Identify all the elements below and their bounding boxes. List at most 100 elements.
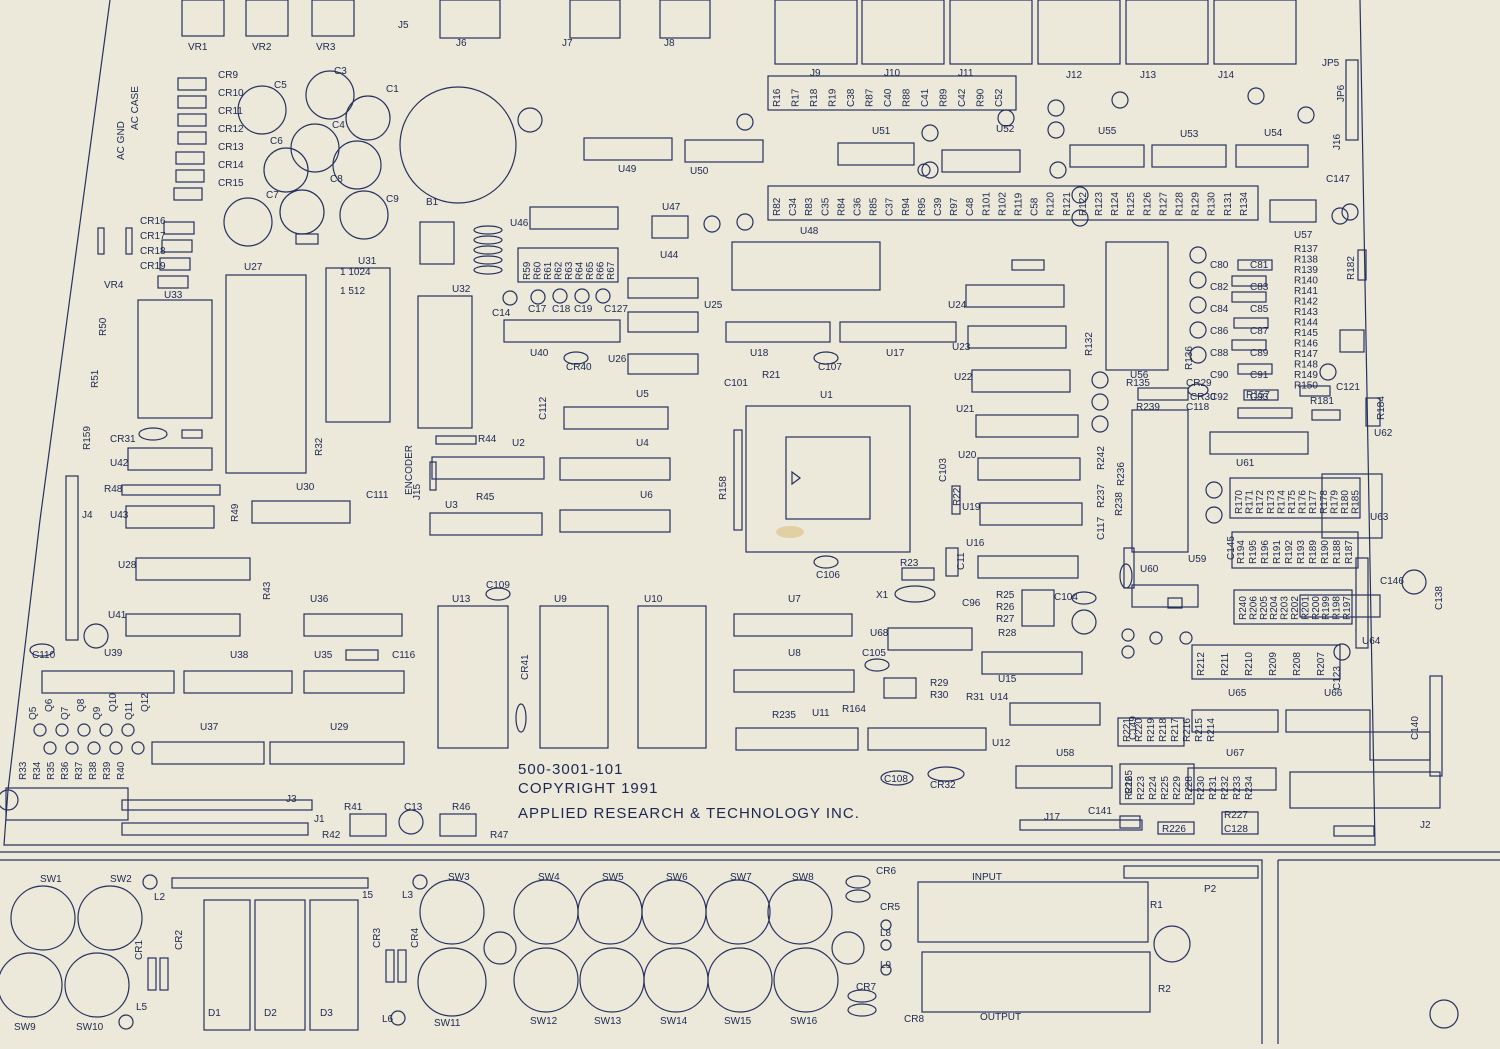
- power-area: [97, 77, 455, 289]
- capacitor-label-c104: C104: [1054, 592, 1078, 603]
- diode-label-d3: D3: [320, 1008, 333, 1019]
- diode-label-cr9: CR9: [218, 70, 238, 81]
- capacitor-label-c109: C109: [486, 580, 510, 591]
- resistor-label-r46: R46: [452, 802, 471, 813]
- pack-label-r187: R187: [1344, 540, 1355, 564]
- capacitor-label-c101: C101: [724, 378, 748, 389]
- pack-label-r217: R217: [1170, 718, 1181, 742]
- capacitor-label-c111: C111: [366, 490, 389, 501]
- pack-label-r233: R233: [1232, 776, 1243, 800]
- pack-label-r129: R129: [1191, 192, 1202, 216]
- pack-label-r170: R170: [1234, 490, 1245, 514]
- diode-label-cr10: CR10: [218, 88, 244, 99]
- panel-part-label-cr3: CR3: [372, 928, 383, 948]
- capacitor-label-c103: C103: [938, 458, 949, 482]
- transistor-label-q9: Q9: [92, 706, 103, 720]
- resistor-label-r50: R50: [98, 317, 109, 336]
- chip-label-u31: U31: [358, 256, 377, 267]
- front-panel-outline: [0, 859, 1263, 1044]
- chip-label-u41: U41: [108, 610, 127, 621]
- diode-label-cr16: CR16: [140, 216, 166, 227]
- chip-label-u61: U61: [1236, 458, 1255, 469]
- pack-label-r219: R219: [1146, 718, 1157, 742]
- pack-label-r185: R185: [1351, 490, 1362, 514]
- resistor-label-r182: R182: [1346, 256, 1357, 280]
- chip-label-u51: U51: [872, 126, 891, 137]
- pack-label-r65: R65: [585, 261, 596, 280]
- pack-label-r172: R172: [1255, 490, 1266, 514]
- capacitor-label-c89: C89: [1250, 348, 1269, 359]
- chip-label-u27: U27: [244, 262, 263, 273]
- chip-label-u30: U30: [296, 482, 315, 493]
- connector-label-j15: J15: [412, 483, 423, 500]
- capacitor-label-c86: C86: [1210, 326, 1229, 337]
- pack-label-r125: R125: [1126, 192, 1137, 216]
- pack-label-r198: R198: [1332, 596, 1343, 620]
- pack-label-r201: R201: [1300, 596, 1311, 620]
- chip-label-u52: U52: [996, 124, 1015, 135]
- chip-label-u7: U7: [788, 594, 801, 605]
- connector-label-jp5: JP5: [1322, 58, 1340, 69]
- pack-label-r206: R206: [1248, 596, 1259, 620]
- chip-label-u6: U6: [640, 490, 653, 501]
- pack-label-r134: R134: [1239, 192, 1250, 216]
- chip-label-u65: U65: [1228, 688, 1247, 699]
- capacitor-label-cr40: CR40: [566, 362, 592, 373]
- resistor-label-r35: R35: [46, 761, 57, 780]
- pack-label-r189: R189: [1308, 540, 1319, 564]
- chip-label-u18: U18: [750, 348, 769, 359]
- resistor-label-r30: R30: [930, 690, 949, 701]
- chip-label-u47: U47: [662, 202, 681, 213]
- pack-label-r200: R200: [1311, 596, 1322, 620]
- resistor-label-r26: R26: [996, 602, 1015, 613]
- pack-label-r123: R123: [1094, 192, 1105, 216]
- chip-label-u58: U58: [1056, 748, 1075, 759]
- capacitor-label-c83: C83: [1250, 282, 1269, 293]
- chip-label-u26: U26: [608, 354, 627, 365]
- pack-label-r214: R214: [1206, 718, 1217, 742]
- chip-label-u60: U60: [1140, 564, 1159, 575]
- pack-label-r191: R191: [1272, 540, 1283, 564]
- capacitor-label-cr30: CR30: [1190, 392, 1216, 403]
- copyright-text: COPYRIGHT 1991: [518, 780, 658, 797]
- capacitor-label-c14: C14: [492, 308, 511, 319]
- connector-label-j4: J4: [82, 510, 93, 521]
- chip-label-u32: U32: [452, 284, 471, 295]
- capacitor-label-c81: C81: [1250, 260, 1269, 271]
- capacitor-label-c17: C17: [528, 304, 547, 315]
- resistor-label-r45: R45: [476, 492, 495, 503]
- pack-label-r196: R196: [1260, 540, 1271, 564]
- top-connector-blocks: [181, 0, 1297, 65]
- capacitor-label-c85: C85: [1250, 304, 1269, 315]
- chip-label-u2: U2: [512, 438, 525, 449]
- chip-label-u24: U24: [948, 300, 967, 311]
- panel-part-label-cr8: CR8: [904, 1014, 924, 1025]
- chip-label-u17: U17: [886, 348, 905, 359]
- pack-label-r205: R205: [1259, 596, 1270, 620]
- pack-label-r121: R121: [1062, 192, 1073, 216]
- pack-label-r102: R102: [997, 192, 1008, 216]
- chip-label-u53: U53: [1180, 129, 1199, 140]
- diode-label-d1: D1: [208, 1008, 221, 1019]
- capacitor-label-c117: C117: [1096, 516, 1107, 540]
- panel-part-label-cr7: CR7: [856, 982, 876, 993]
- pack-label-c48: C48: [965, 197, 976, 216]
- capacitor-label-c13: C13: [404, 802, 423, 813]
- panel-part-label-l9: L9: [880, 960, 892, 971]
- capacitor-label-c3: C3: [334, 66, 347, 77]
- resistor-label-r235: R235: [772, 710, 796, 721]
- pack-label-r83: R83: [804, 197, 815, 216]
- switch-label-sw1: SW1: [40, 874, 62, 885]
- diode-label-cr18: CR18: [140, 246, 166, 257]
- pack-label-r82: R82: [772, 197, 783, 216]
- resistor-label-r141: R141: [1294, 286, 1318, 297]
- pack-label-c42: C42: [957, 88, 968, 107]
- connector-label-j9: J9: [810, 68, 821, 79]
- resistor-label-r48: R48: [104, 484, 123, 495]
- pack-label-r177: R177: [1308, 490, 1319, 514]
- resistor-label-r236: R236: [1116, 462, 1127, 486]
- resistor-label-r164: R164: [842, 704, 866, 715]
- pack-label-r84: R84: [836, 197, 847, 216]
- pack-label-r67: R67: [606, 261, 617, 280]
